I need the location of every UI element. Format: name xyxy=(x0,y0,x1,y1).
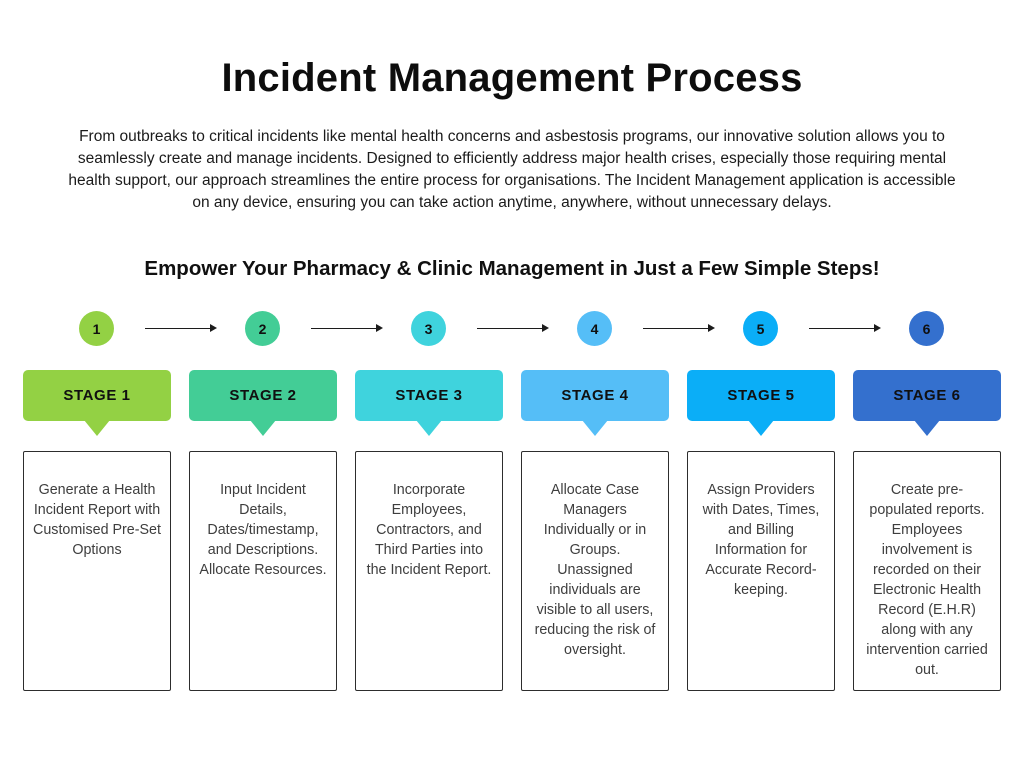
page-title: Incident Management Process xyxy=(221,56,803,100)
stage-5-pointer-icon xyxy=(748,420,774,436)
stage-3-column: STAGE 3 xyxy=(355,370,503,436)
stage-4-pointer-icon xyxy=(582,420,608,436)
step-circle-5: 5 xyxy=(743,311,778,346)
arrow-right-icon xyxy=(145,324,217,333)
stage-2-column: STAGE 2 xyxy=(189,370,337,436)
arrow-right-icon xyxy=(477,324,549,333)
stage-6-description-box: Create pre-populated reports. Employees … xyxy=(853,451,1001,691)
stage-1-header: STAGE 1 xyxy=(23,370,171,421)
stage-5-description: Assign Providers with Dates, Times, and … xyxy=(702,482,820,598)
arrow-right-icon xyxy=(643,324,715,333)
stage-6-pointer-icon xyxy=(914,420,940,436)
stage-4-column: STAGE 4 xyxy=(521,370,669,436)
stage-3-pointer-icon xyxy=(416,420,442,436)
step-circle-4: 4 xyxy=(577,311,612,346)
step-circle-2: 2 xyxy=(245,311,280,346)
stage-2-pointer-icon xyxy=(250,420,276,436)
subtitle: Empower Your Pharmacy & Clinic Managemen… xyxy=(144,257,880,280)
stage-6-description: Create pre-populated reports. Employees … xyxy=(866,482,988,678)
stage-1-pointer-icon xyxy=(84,420,110,436)
stage-1-description: Generate a Health Incident Report with C… xyxy=(33,482,161,558)
stage-6-header: STAGE 6 xyxy=(853,370,1001,421)
step-circles-row: 1 2 3 4 5 6 xyxy=(23,311,1001,346)
stage-5-column: STAGE 5 xyxy=(687,370,835,436)
stage-4-description-box: Allocate Case Managers Individually or i… xyxy=(521,451,669,691)
stage-5-header: STAGE 5 xyxy=(687,370,835,421)
intro-paragraph: From outbreaks to critical incidents lik… xyxy=(68,128,956,211)
stage-headers-row: STAGE 1 STAGE 2 STAGE 3 STAGE 4 STAGE 5 … xyxy=(23,370,1001,438)
stage-3-description-box: Incorporate Employees, Contractors, and … xyxy=(355,451,503,691)
step-circle-3: 3 xyxy=(411,311,446,346)
stage-4-header: STAGE 4 xyxy=(521,370,669,421)
stage-3-description: Incorporate Employees, Contractors, and … xyxy=(366,482,492,578)
stage-2-description-box: Input Incident Details, Dates/timestamp,… xyxy=(189,451,337,691)
stage-3-header: STAGE 3 xyxy=(355,370,503,421)
stage-5-description-box: Assign Providers with Dates, Times, and … xyxy=(687,451,835,691)
stage-6-column: STAGE 6 xyxy=(853,370,1001,436)
stage-2-description: Input Incident Details, Dates/timestamp,… xyxy=(199,482,327,578)
arrow-right-icon xyxy=(311,324,383,333)
step-circle-6: 6 xyxy=(909,311,944,346)
step-circle-1: 1 xyxy=(79,311,114,346)
arrow-right-icon xyxy=(809,324,881,333)
stage-1-column: STAGE 1 xyxy=(23,370,171,436)
stage-2-header: STAGE 2 xyxy=(189,370,337,421)
stage-1-description-box: Generate a Health Incident Report with C… xyxy=(23,451,171,691)
stage-boxes-row: Generate a Health Incident Report with C… xyxy=(23,451,1001,691)
stage-4-description: Allocate Case Managers Individually or i… xyxy=(534,482,656,658)
